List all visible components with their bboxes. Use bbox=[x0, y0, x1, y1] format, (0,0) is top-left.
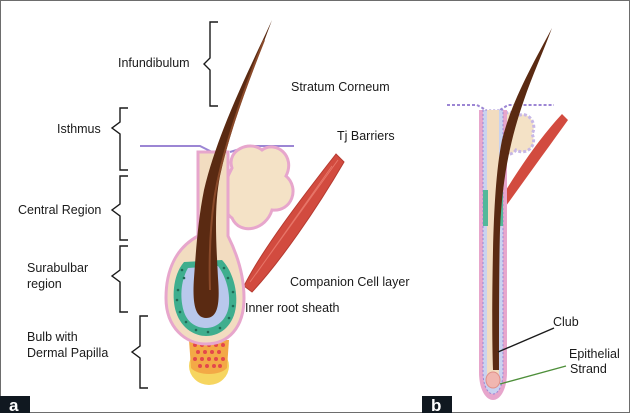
label-central-region: Central Region bbox=[18, 203, 101, 217]
panel-tag-a: a bbox=[9, 396, 19, 413]
label-epithelial-line1: Epithelial bbox=[569, 347, 620, 361]
label-companion-cell-layer: Companion Cell layer bbox=[290, 275, 410, 289]
club-end-b bbox=[486, 372, 500, 388]
label-epithelial-line2: Strand bbox=[570, 362, 607, 376]
panel-tag-b: b bbox=[431, 396, 441, 413]
companion-layer-left-b bbox=[483, 190, 488, 226]
label-inner-root-sheath: Inner root sheath bbox=[245, 301, 340, 315]
label-surabulbar-line1: Surabulbar bbox=[27, 261, 88, 275]
label-infundibulum: Infundibulum bbox=[118, 56, 190, 70]
label-isthmus: Isthmus bbox=[57, 122, 101, 136]
label-surabulbar-line2: region bbox=[27, 277, 62, 291]
label-tj-barriers: Tj Barriers bbox=[337, 129, 395, 143]
label-bulb-line1: Bulb with bbox=[27, 330, 78, 344]
label-bulb-line2: Dermal Papilla bbox=[27, 346, 108, 360]
label-club: Club bbox=[553, 315, 579, 329]
label-stratum-corneum: Stratum Corneum bbox=[291, 80, 390, 94]
